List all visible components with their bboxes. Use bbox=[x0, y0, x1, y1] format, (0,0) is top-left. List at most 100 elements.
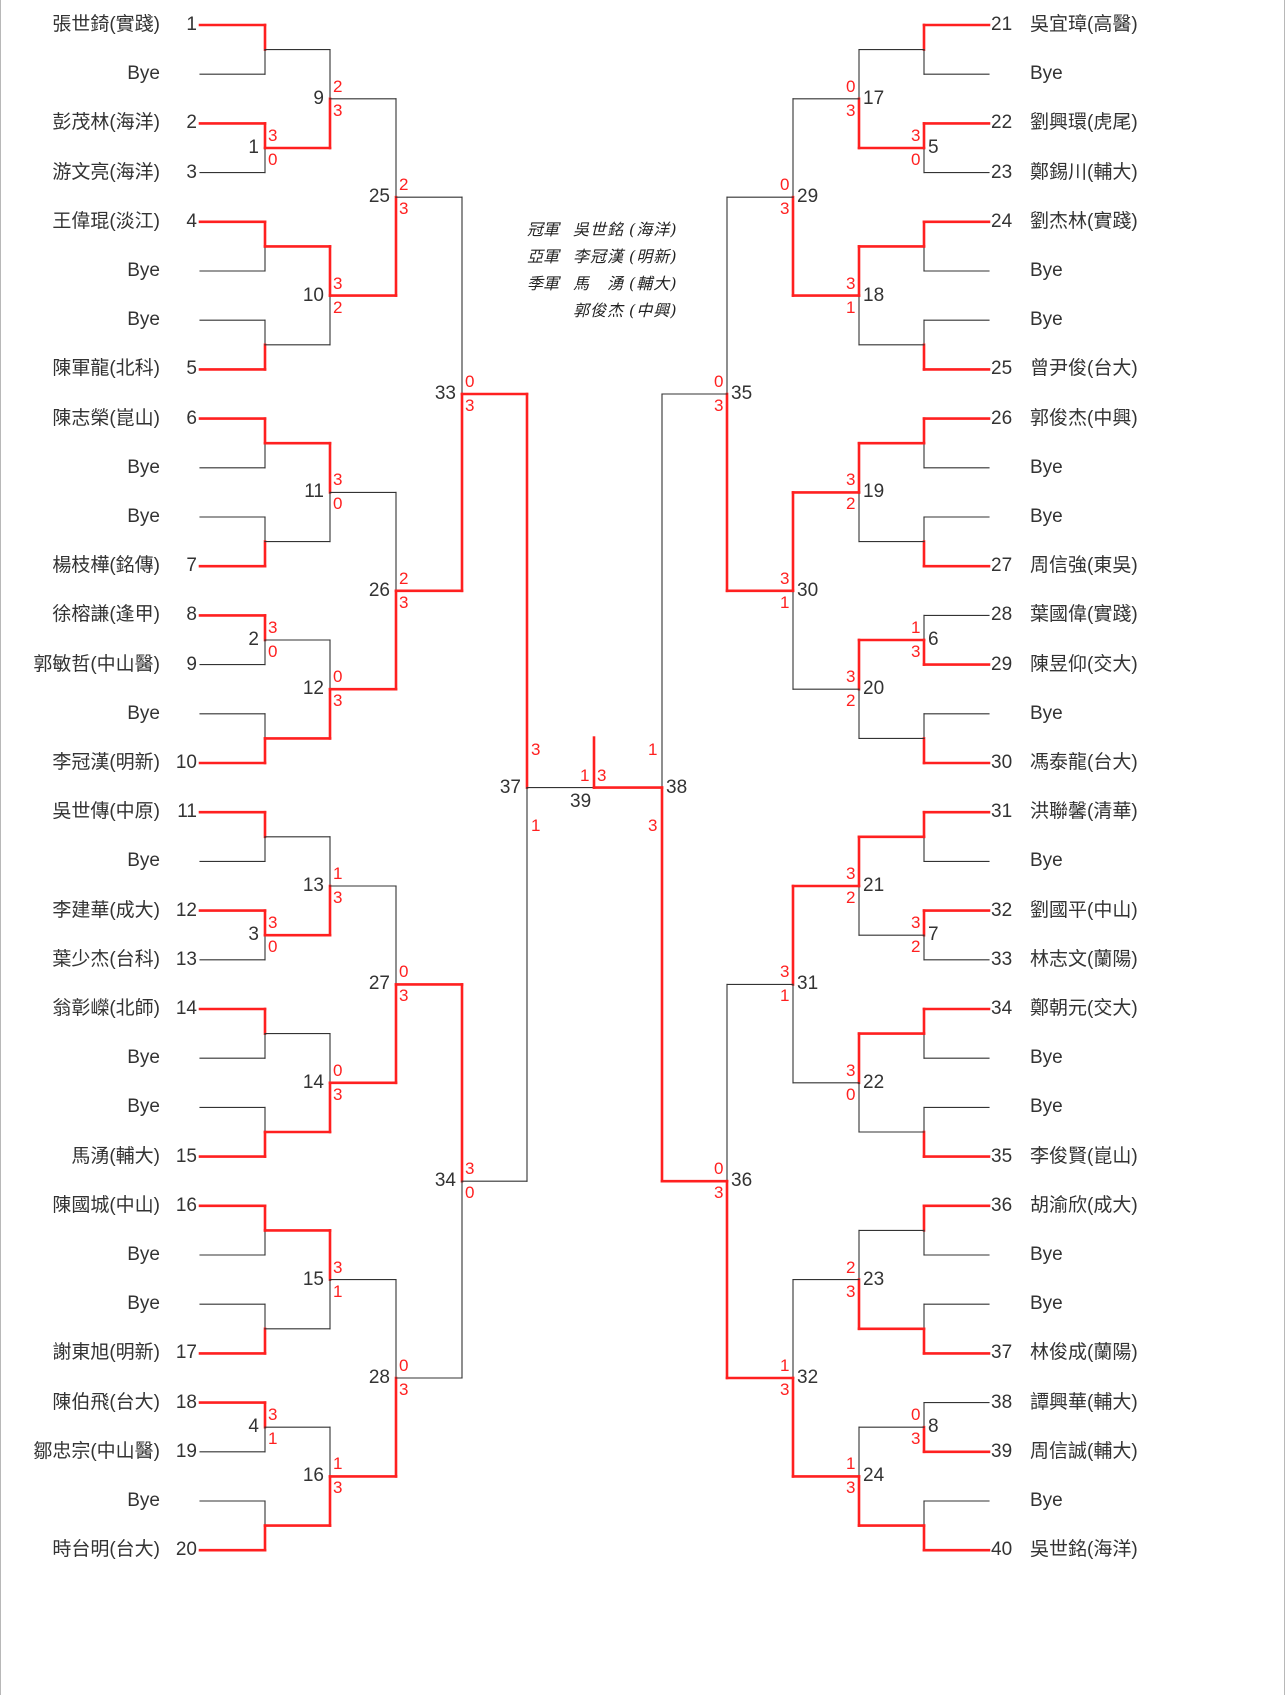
player-name: 葉國偉(實踐) bbox=[1030, 604, 1138, 626]
player-name: 馬湧(輔大) bbox=[71, 1145, 160, 1167]
match-score: 3 bbox=[911, 913, 921, 933]
match-score: 1 bbox=[333, 1454, 343, 1474]
match-number: 19 bbox=[863, 481, 885, 503]
player-name: Bye bbox=[127, 1490, 160, 1511]
match-score: 1 bbox=[780, 592, 790, 612]
player-name: 劉杰林(實踐) bbox=[1030, 210, 1138, 232]
match-score: 1 bbox=[846, 1454, 856, 1474]
match-score: 2 bbox=[333, 297, 343, 317]
player-seed: 33 bbox=[991, 948, 1013, 970]
match-score: 3 bbox=[399, 986, 409, 1006]
player-seed: 31 bbox=[991, 801, 1013, 823]
match-score: 3 bbox=[648, 815, 658, 835]
player-name: 吳世傳(中原) bbox=[52, 801, 160, 823]
match-score: 3 bbox=[268, 1405, 278, 1425]
runner-up-row: 亞軍 李冠漢 (明新) bbox=[527, 241, 697, 268]
player-seed: 32 bbox=[991, 899, 1013, 921]
result-title: 冠軍 bbox=[527, 219, 560, 239]
match-score: 1 bbox=[780, 986, 790, 1006]
match-number: 36 bbox=[731, 1170, 753, 1192]
match-score: 0 bbox=[399, 962, 409, 982]
match-score: 0 bbox=[333, 667, 343, 687]
match-number: 9 bbox=[313, 87, 324, 109]
match-score: 1 bbox=[911, 618, 921, 637]
match-number: 8 bbox=[928, 1416, 939, 1438]
match-score: 3 bbox=[465, 1159, 475, 1179]
match-number: 29 bbox=[797, 186, 819, 208]
player-seed: 5 bbox=[186, 358, 197, 380]
player-name: 鄒忠宗(中山醫) bbox=[33, 1440, 160, 1462]
player-name: Bye bbox=[127, 309, 160, 331]
match-score: 3 bbox=[780, 199, 790, 219]
player-name: 鄭錫川(輔大) bbox=[1030, 161, 1138, 183]
player-name: 馮泰龍(台大) bbox=[1030, 752, 1138, 773]
player-seed: 12 bbox=[175, 899, 197, 921]
match-score: 2 bbox=[846, 494, 856, 514]
match-number: 1 bbox=[248, 137, 259, 158]
player-name: Bye bbox=[127, 850, 160, 872]
match-number: 7 bbox=[928, 924, 939, 946]
player-name: 鄭朝元(交大) bbox=[1030, 998, 1138, 1019]
player-name: 吳宜璋(高醫) bbox=[1030, 14, 1138, 35]
player-name: 郭俊杰(中興) bbox=[1030, 407, 1138, 429]
player-seed: 29 bbox=[991, 653, 1013, 675]
player-name: Bye bbox=[127, 456, 160, 478]
match-score: 0 bbox=[846, 76, 856, 96]
player-name: Bye bbox=[1030, 1490, 1063, 1511]
match-score: 3 bbox=[846, 1478, 856, 1498]
result-team: (海洋) bbox=[629, 219, 678, 239]
match-score: 3 bbox=[846, 470, 856, 490]
result-name: 吳世銘 bbox=[573, 219, 625, 239]
match-score: 3 bbox=[911, 1429, 921, 1449]
match-score: 1 bbox=[333, 1281, 343, 1301]
player-name: Bye bbox=[1030, 506, 1063, 527]
player-name: 陳國城(中山) bbox=[52, 1194, 160, 1216]
player-name: 吳世銘(海洋) bbox=[1030, 1539, 1138, 1561]
match-score: 3 bbox=[846, 864, 856, 883]
player-seed: 19 bbox=[175, 1440, 197, 1462]
match-number: 37 bbox=[499, 776, 521, 798]
match-number: 18 bbox=[863, 284, 885, 306]
match-number: 30 bbox=[797, 579, 819, 601]
match-score: 3 bbox=[333, 100, 343, 120]
match-score: 3 bbox=[846, 100, 856, 120]
match-number: 28 bbox=[368, 1367, 390, 1388]
match-score: 3 bbox=[333, 691, 343, 711]
match-number: 12 bbox=[302, 678, 324, 700]
match-score: 0 bbox=[911, 1405, 921, 1425]
match-score: 1 bbox=[333, 864, 343, 883]
player-name: 翁彰嶸(北師) bbox=[52, 998, 160, 1019]
player-name: 王偉琨(淡江) bbox=[52, 210, 160, 232]
player-seed: 22 bbox=[991, 112, 1013, 134]
player-name: 彭茂林(海洋) bbox=[52, 112, 160, 134]
player-seed: 14 bbox=[175, 998, 197, 1019]
match-number: 4 bbox=[248, 1416, 259, 1438]
match-number: 26 bbox=[368, 579, 390, 601]
match-score: 0 bbox=[911, 150, 921, 169]
player-name: 葉少杰(台科) bbox=[52, 948, 160, 970]
player-name: Bye bbox=[1030, 1096, 1063, 1118]
match-score: 3 bbox=[531, 739, 541, 759]
match-number: 39 bbox=[570, 790, 592, 812]
player-seed: 4 bbox=[186, 210, 197, 232]
match-score: 3 bbox=[714, 396, 724, 415]
match-score: 3 bbox=[333, 273, 343, 293]
match-score: 3 bbox=[268, 913, 278, 933]
player-name: 陳昱仰(交大) bbox=[1030, 653, 1138, 675]
match-score: 0 bbox=[268, 642, 278, 661]
player-name: 李建華(成大) bbox=[52, 899, 160, 921]
match-number: 11 bbox=[304, 481, 324, 503]
match-number: 21 bbox=[863, 875, 885, 896]
player-seed: 28 bbox=[991, 604, 1013, 626]
third-place-row-2: 郭俊杰 (中興) bbox=[527, 295, 697, 322]
match-score: 3 bbox=[268, 126, 278, 145]
match-number: 16 bbox=[302, 1465, 324, 1487]
match-score: 3 bbox=[911, 642, 921, 661]
player-seed: 6 bbox=[186, 407, 197, 429]
match-score: 3 bbox=[333, 1478, 343, 1498]
match-score: 2 bbox=[333, 76, 343, 96]
player-name: 張世錡(實踐) bbox=[52, 14, 160, 35]
match-score: 0 bbox=[333, 494, 343, 514]
player-seed: 34 bbox=[991, 998, 1013, 1019]
